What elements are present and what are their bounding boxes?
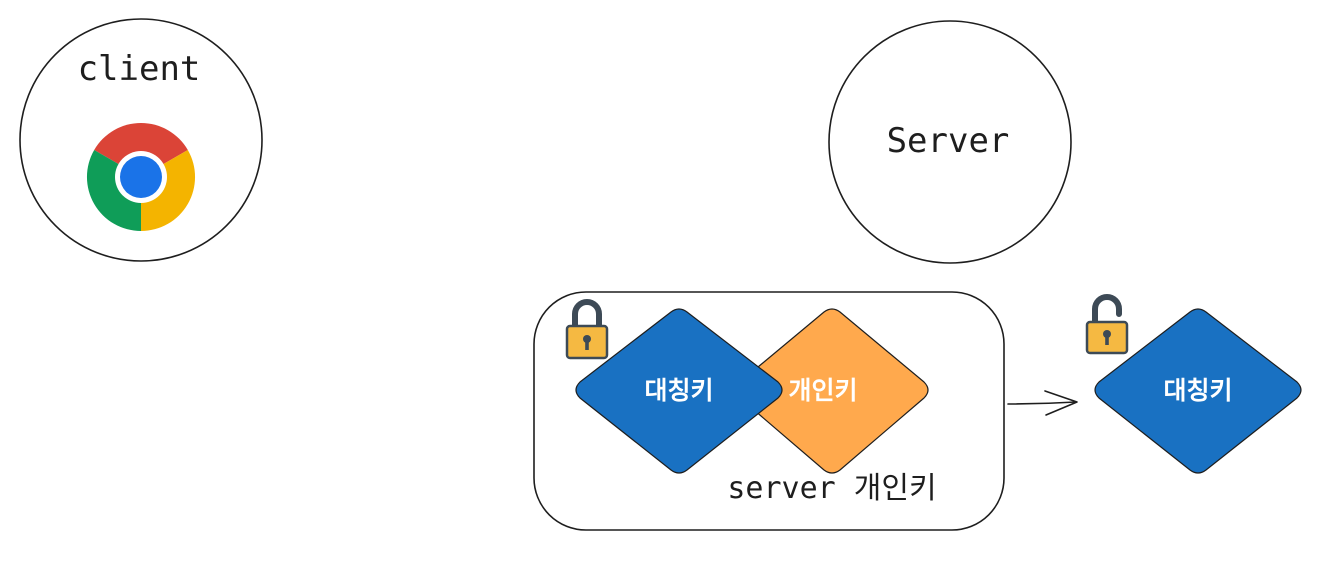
- bundle-caption: server 개인키: [727, 471, 936, 506]
- client-label: client: [78, 49, 201, 89]
- private-key-label: 개인키: [788, 376, 857, 405]
- chrome-icon: [86, 122, 196, 232]
- symmetric-key-diamond[interactable]: 대칭키: [575, 308, 783, 474]
- client-node[interactable]: client: [19, 18, 263, 262]
- private-key-diamond[interactable]: 개인키: [735, 308, 929, 474]
- unlocked-padlock-icon: [1085, 294, 1129, 355]
- server-label: Server: [887, 121, 1010, 161]
- symmetric-key-label: 대칭키: [644, 376, 713, 405]
- locked-padlock-icon: [565, 299, 609, 360]
- arrow-right-icon: [1007, 390, 1078, 416]
- decrypted-key[interactable]: 대칭키: [1085, 294, 1302, 474]
- encrypted-bundle[interactable]: 개인키 대칭키 server 개인키: [533, 291, 1005, 531]
- server-circle: [828, 20, 1072, 264]
- result-symmetric-key-diamond[interactable]: 대칭키: [1094, 308, 1302, 474]
- server-node[interactable]: Server: [828, 20, 1072, 264]
- result-symmetric-key-label: 대칭키: [1163, 376, 1232, 405]
